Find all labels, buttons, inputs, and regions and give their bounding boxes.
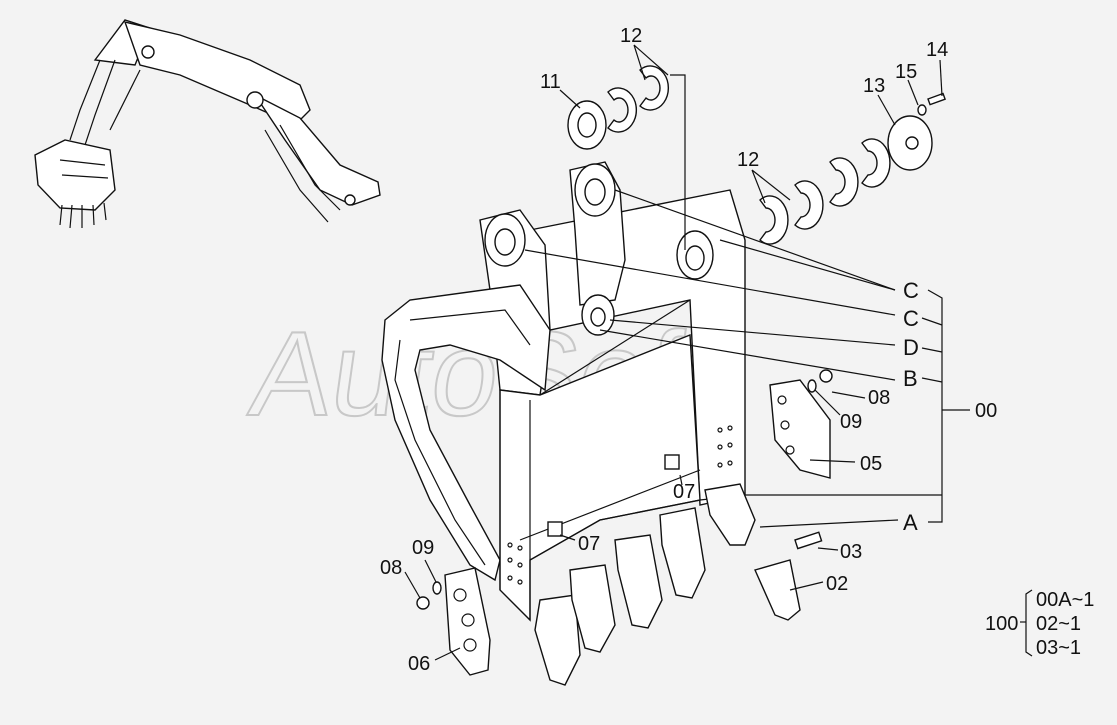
- callout-06: 06: [408, 653, 430, 675]
- kit-line-2: 02~1: [1036, 613, 1081, 635]
- callout-labels: 12 11 12 13 15 14 C C D B 08 09 05 00 07…: [380, 25, 997, 675]
- tooth-02: [754, 559, 801, 621]
- callout-05: 05: [860, 453, 882, 475]
- callout-12-top: 12: [620, 25, 642, 47]
- pin-03: [794, 531, 823, 550]
- kit-line-3: 03~1: [1036, 637, 1081, 659]
- callout-08-left: 08: [380, 557, 402, 579]
- callout-08-right: 08: [868, 387, 890, 409]
- hardware: [416, 65, 946, 610]
- callout-C-1: C: [903, 278, 919, 303]
- leader-lines: [404, 44, 1033, 661]
- kit-line-1: 00A~1: [1036, 589, 1094, 611]
- callout-11: 11: [540, 71, 561, 93]
- callout-B: B: [903, 366, 918, 391]
- callout-D: D: [903, 335, 919, 360]
- callout-12-right: 12: [737, 149, 759, 171]
- bucket-body: [381, 161, 746, 622]
- side-cutter-05: [769, 379, 831, 479]
- callout-07-left: 07: [578, 533, 600, 555]
- callout-C-2: C: [903, 306, 919, 331]
- callout-09-right: 09: [840, 411, 862, 433]
- callout-07-right: 07: [673, 481, 695, 503]
- callout-09-left: 09: [412, 537, 434, 559]
- callout-13: 13: [863, 75, 885, 97]
- callout-15: 15: [895, 61, 917, 83]
- bucket-teeth: [534, 483, 823, 686]
- kit-composition: 100 00A~1 02~1 03~1: [985, 589, 1094, 659]
- callout-A: A: [903, 510, 918, 535]
- callout-02: 02: [826, 573, 848, 595]
- callout-14: 14: [926, 39, 948, 61]
- callout-03: 03: [840, 541, 862, 563]
- inset-excavator-sketch: [34, 19, 381, 229]
- callout-00: 00: [975, 400, 997, 422]
- kit-qty-label: 100: [985, 613, 1018, 635]
- side-cutter-06: [444, 567, 491, 676]
